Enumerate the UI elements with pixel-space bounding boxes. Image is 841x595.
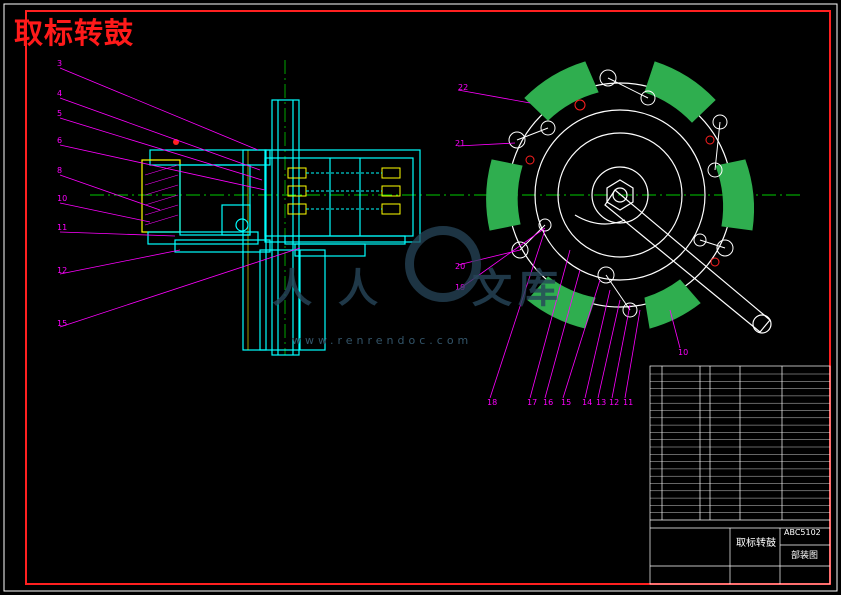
callout-17: 17 — [527, 398, 537, 407]
callout-18: 18 — [487, 398, 497, 407]
callout-13: 13 — [596, 398, 606, 407]
callout-6: 6 — [57, 136, 62, 145]
gripper-levers — [508, 69, 734, 318]
callout-11: 11 — [57, 223, 67, 232]
parts-list-table — [649, 365, 831, 585]
watermark-logo — [405, 226, 481, 302]
friction-pads — [486, 61, 754, 329]
callout-4: 4 — [57, 89, 62, 98]
inner-border — [25, 10, 831, 585]
title-block-type: 部装图 — [791, 551, 819, 561]
parts-list-rows — [650, 373, 830, 513]
right-leaders — [457, 89, 681, 399]
outer-frame — [3, 3, 838, 592]
callout-10: 10 — [57, 194, 67, 203]
watermark-char: 人 — [272, 265, 312, 312]
callout-12b: 12 — [609, 398, 619, 407]
callout-14: 14 — [582, 398, 592, 407]
drawing-title: 取标转鼓 — [14, 16, 135, 50]
watermark-char: 文 — [472, 265, 512, 312]
callout-15b: 15 — [561, 398, 571, 407]
callout-3: 3 — [57, 59, 62, 68]
callout-10b: 10 — [678, 348, 688, 357]
watermark-char: 库 — [518, 265, 558, 312]
callout-16: 16 — [543, 398, 553, 407]
watermark-char: 人 — [338, 265, 378, 312]
title-block-code: ABC5102 — [784, 528, 821, 537]
callout-5: 5 — [57, 109, 62, 118]
spring-assembly — [287, 167, 401, 215]
title-block-name: 取标转鼓 — [736, 538, 776, 549]
callout-22: 22 — [458, 83, 468, 92]
callout-21: 21 — [455, 139, 465, 148]
left-callout-numbers: 3 4 5 6 8 10 11 12 15 — [57, 59, 67, 328]
callout-15: 15 — [57, 319, 67, 328]
watermark-url: www.renrendoc.com — [292, 334, 473, 347]
side-section-view — [90, 60, 800, 356]
callout-8: 8 — [57, 166, 62, 175]
left-leaders — [59, 67, 301, 328]
hatch-block — [144, 164, 179, 226]
callout-12: 12 — [57, 266, 67, 275]
callout-11b: 11 — [623, 398, 633, 407]
